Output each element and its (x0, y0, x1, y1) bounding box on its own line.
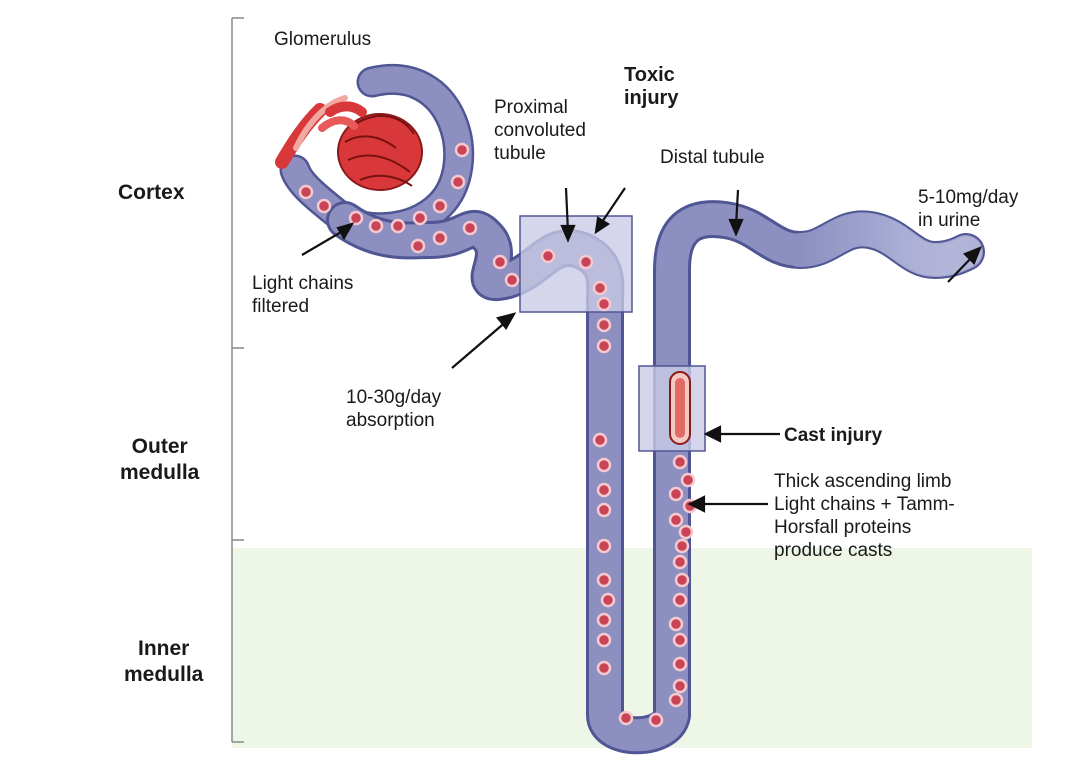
light-chain-particle (598, 340, 610, 352)
label-thick-ascending-limb: Thick ascending limb Light chains + Tamm… (774, 470, 955, 562)
light-chain-particle (674, 634, 686, 646)
label-proximal-line3: tubule (494, 142, 586, 165)
label-cast-injury: Cast injury (784, 424, 882, 447)
light-chain-particle (392, 220, 404, 232)
label-urine: 5-10mg/day in urine (918, 186, 1018, 232)
light-chain-particle (580, 256, 592, 268)
label-limb-line1: Thick ascending limb (774, 470, 955, 493)
label-toxic-line1: Toxic (624, 64, 678, 87)
light-chain-particle (370, 220, 382, 232)
region-inner-medulla-line2: medulla (124, 662, 203, 688)
light-chain-particle (598, 504, 610, 516)
label-limb-line3: Horsfall proteins (774, 516, 955, 539)
light-chain-particle (670, 514, 682, 526)
light-chain-particle (350, 212, 362, 224)
label-limb-line4: produce casts (774, 539, 955, 562)
label-urine-line2: in urine (918, 209, 1018, 232)
label-proximal-line1: Proximal (494, 96, 586, 119)
light-chain-particle (412, 240, 424, 252)
light-chain-particle (598, 574, 610, 586)
light-chain-particle (414, 212, 426, 224)
region-inner-medulla: Inner medulla (124, 636, 203, 688)
light-chain-particle (670, 694, 682, 706)
region-outer-medulla-line2: medulla (120, 460, 199, 486)
light-chain-particle (674, 680, 686, 692)
label-toxic-injury: Toxic injury (624, 64, 678, 110)
label-urine-line1: 5-10mg/day (918, 186, 1018, 209)
light-chain-particle (506, 274, 518, 286)
distal-fade (800, 229, 966, 260)
light-chain-particle (682, 474, 694, 486)
light-chain-particle (674, 556, 686, 568)
label-absorption: 10-30g/day absorption (346, 386, 441, 432)
light-chain-particle (620, 712, 632, 724)
light-chain-particle (594, 282, 606, 294)
label-limb-line2: Light chains + Tamm- (774, 493, 955, 516)
label-proximal-line2: convoluted (494, 119, 586, 142)
light-chain-particle (318, 200, 330, 212)
light-chain-particle (598, 662, 610, 674)
light-chain-particle (452, 176, 464, 188)
label-absorption-line2: absorption (346, 409, 441, 432)
light-chain-particle (650, 714, 662, 726)
light-chain-particle (680, 526, 692, 538)
light-chain-particle (598, 614, 610, 626)
light-chain-particle (598, 298, 610, 310)
light-chain-particle (674, 658, 686, 670)
label-toxic-line2: injury (624, 87, 678, 110)
light-chain-particle (456, 144, 468, 156)
light-chain-particle (598, 459, 610, 471)
region-cortex: Cortex (118, 180, 185, 206)
label-light-chains-filtered: Light chains filtered (252, 272, 353, 318)
light-chain-particle (594, 434, 606, 446)
light-chain-particle (598, 634, 610, 646)
region-outer-medulla-line1: Outer (120, 434, 199, 460)
region-inner-medulla-line1: Inner (124, 636, 203, 662)
light-chain-particle (434, 232, 446, 244)
light-chain-particle (542, 250, 554, 262)
light-chain-particle (670, 618, 682, 630)
region-outer-medulla: Outer medulla (120, 434, 199, 486)
light-chain-particle (670, 488, 682, 500)
light-chain-particle (602, 594, 614, 606)
label-distal-tubule: Distal tubule (660, 146, 765, 169)
light-chain-particle (676, 540, 688, 552)
label-filtered-line1: Light chains (252, 272, 353, 295)
toxic-injury-box (520, 216, 632, 312)
light-chain-particle (674, 456, 686, 468)
light-chain-particle (674, 594, 686, 606)
light-chain-particle (494, 256, 506, 268)
light-chain-particle (464, 222, 476, 234)
light-chain-particle (598, 484, 610, 496)
light-chain-particle (676, 574, 688, 586)
light-chain-particle (598, 319, 610, 331)
light-chain-particle (300, 186, 312, 198)
light-chain-particle (598, 540, 610, 552)
label-absorption-line1: 10-30g/day (346, 386, 441, 409)
label-proximal-tubule: Proximal convoluted tubule (494, 96, 586, 165)
light-chain-particle (434, 200, 446, 212)
label-filtered-line2: filtered (252, 295, 353, 318)
label-glomerulus: Glomerulus (274, 28, 371, 51)
